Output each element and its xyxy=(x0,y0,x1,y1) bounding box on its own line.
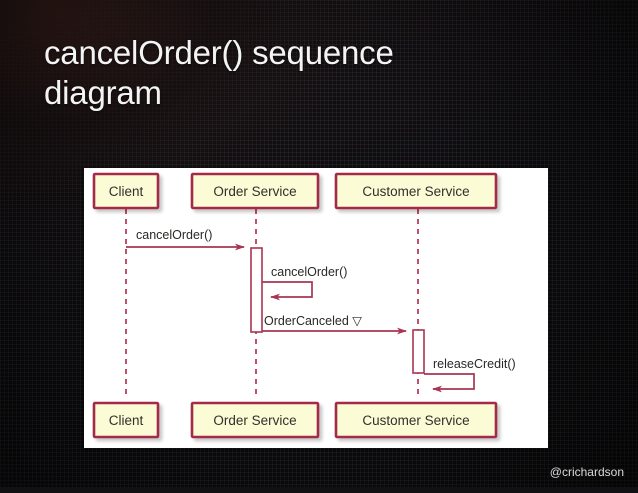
message-line-2 xyxy=(262,281,313,301)
participant-rect-client-bottom xyxy=(92,401,160,439)
participant-label-order-service-top: Order Service xyxy=(213,184,296,199)
participant-rect-order-service-bottom xyxy=(190,401,320,439)
message-label-4: releaseCredit() xyxy=(433,357,516,371)
participant-label-customer-service-top: Customer Service xyxy=(362,184,469,199)
sequence-diagram-svg: cancelOrder() cancelOrder() OrderCancele… xyxy=(92,172,516,439)
message-label-3: OrderCanceled ▽ xyxy=(264,314,362,328)
activation-bars xyxy=(250,247,425,374)
activation-bar-order-service xyxy=(250,247,263,333)
participant-rect-customer-service-bottom xyxy=(334,401,498,439)
participant-label-customer-service-bottom: Customer Service xyxy=(362,413,469,428)
message-order-canceled-event: OrderCanceled ▽ xyxy=(262,314,407,335)
message-line-4 xyxy=(424,373,475,393)
page-title: cancelOrder() sequence diagram xyxy=(44,34,394,111)
participant-label-order-service-bottom: Order Service xyxy=(213,413,296,428)
participant-rect-client-top xyxy=(92,172,160,210)
participant-label-client-bottom: Client xyxy=(109,413,144,428)
participant-box-order-service-bottom[interactable] xyxy=(190,401,320,439)
sequence-diagram-panel: cancelOrder() cancelOrder() OrderCancele… xyxy=(84,168,548,448)
participant-label-client-top: Client xyxy=(109,184,144,199)
message-release-credit-self-call: releaseCredit() xyxy=(424,357,516,393)
activation-bar-customer-service xyxy=(412,329,425,374)
message-cancel-order-call: cancelOrder() xyxy=(126,228,245,251)
message-label-1: cancelOrder() xyxy=(136,228,212,242)
participant-rect-customer-service-top xyxy=(334,172,498,210)
author-watermark: @crichardson xyxy=(549,465,624,479)
participant-box-customer-service-bottom[interactable] xyxy=(334,401,498,439)
message-label-2: cancelOrder() xyxy=(271,265,347,279)
participant-box-customer-service-top[interactable] xyxy=(334,172,498,210)
participant-box-order-service-top[interactable] xyxy=(190,172,320,210)
message-cancel-order-self-call: cancelOrder() xyxy=(262,265,347,301)
participant-rect-order-service-top xyxy=(190,172,320,210)
footer-bar xyxy=(0,487,638,493)
participant-box-client-bottom[interactable] xyxy=(92,401,160,439)
participant-box-client-top[interactable] xyxy=(92,172,160,210)
